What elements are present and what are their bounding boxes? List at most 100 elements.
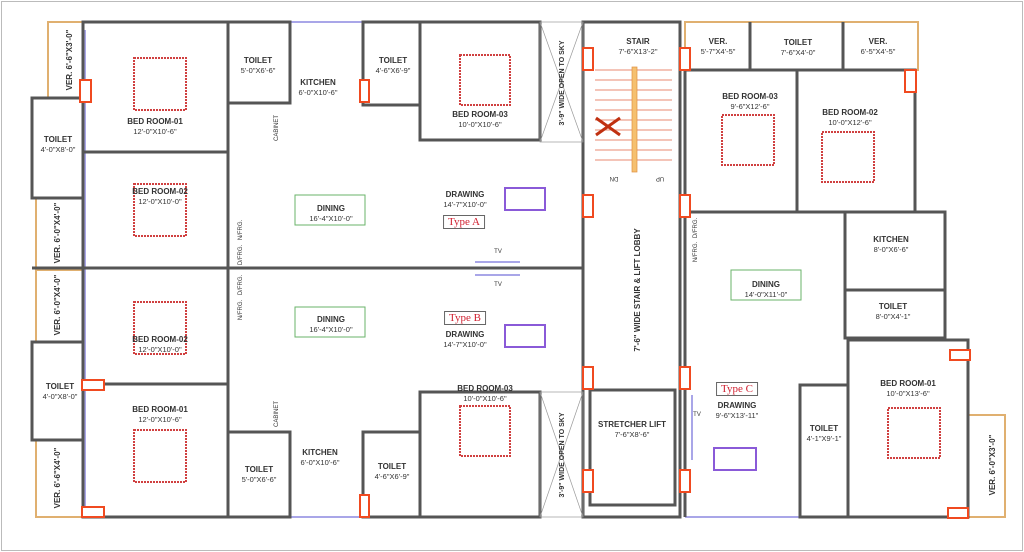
- dfrg-a: D/FRG.: [238, 244, 244, 266]
- room-dim: 6'-5"X4'-5": [860, 47, 896, 56]
- room-dim: 4'-1"X9'-1": [806, 434, 842, 443]
- cabinet-b: CABINET: [274, 400, 280, 428]
- verandah-b2: VER. 6'-6"X4'-0": [53, 447, 62, 509]
- open-to-sky-bottom: 3'-9" WIDE OPEN TO SKY: [559, 412, 566, 498]
- room-name: BED ROOM-01: [880, 379, 936, 388]
- room-name: TOILET: [783, 38, 813, 47]
- room-name: BED ROOM-03: [722, 92, 778, 101]
- verandah-a1: VER. 6'-6"X3'-0": [65, 29, 74, 91]
- coffee-tables: [504, 187, 757, 471]
- room-name: TOILET: [377, 462, 407, 471]
- type-c-label: Type C: [716, 382, 758, 396]
- columns: [79, 47, 971, 519]
- room-dim: 6'-0"X10'-6": [298, 88, 338, 97]
- stair-lift-lobby: 7'-6" WIDE STAIR & LIFT LOBBY: [633, 228, 642, 352]
- room-name: DRAWING: [717, 401, 757, 410]
- room-name: TOILET: [244, 465, 274, 474]
- room-name: DINING: [317, 204, 345, 213]
- room-name: DINING: [317, 315, 345, 324]
- room-dim: 12'-0"X10'-6": [138, 415, 182, 424]
- room-dim: 16'-4"X10'-0": [309, 214, 353, 223]
- room-dim: 7'-6"X8'-6": [614, 430, 650, 439]
- room-name: TOILET: [43, 135, 73, 144]
- verandah-b1: VER. 6'-0"X4'-0": [53, 274, 62, 336]
- stair-down: DN: [609, 175, 619, 181]
- room-dim: 7'-6"X4'-0": [780, 48, 816, 57]
- room-name: TOILET: [809, 424, 839, 433]
- tv-units: [475, 261, 693, 460]
- room-dim: 7'-6"X13'-2": [618, 47, 658, 56]
- room-dim: 4'-0"X8'-0": [40, 145, 76, 154]
- stair-up: UP: [655, 175, 665, 181]
- room-name: STAIR: [626, 37, 650, 46]
- room-name: KITCHEN: [302, 448, 338, 457]
- dfrg-b: D/FRG.: [238, 274, 244, 296]
- room-name: BED ROOM-01: [127, 117, 183, 126]
- room-dim: 16'-4"X10'-0": [309, 325, 353, 334]
- tv-c: TV: [693, 412, 701, 418]
- room-name: BED ROOM-02: [132, 187, 188, 196]
- room-dim: 9'-6"X13'-11": [715, 411, 759, 420]
- tv-a: TV: [494, 249, 502, 255]
- room-name: BED ROOM-03: [457, 384, 513, 393]
- room-dim: 10'-0"X10'-6": [463, 394, 507, 403]
- room-name: DINING: [752, 280, 780, 289]
- room-name: TOILET: [378, 56, 408, 65]
- room-name: KITCHEN: [300, 78, 336, 87]
- room-dim: 14'-7"X10'-0": [443, 200, 487, 209]
- room-name: VER.: [868, 37, 888, 46]
- room-name: VER.: [708, 37, 728, 46]
- room-name: BED ROOM-02: [132, 335, 188, 344]
- verandah-c2: VER.6'-5"X4'-5": [861, 37, 896, 57]
- walls: [30, 20, 970, 519]
- tv-b: TV: [494, 282, 502, 288]
- verandah-a2: VER. 6'-0"X4'-0": [53, 202, 62, 264]
- room-dim: 5'-7"X4'-5": [700, 47, 736, 56]
- open-to-sky-cross: [539, 21, 584, 518]
- room-dim: 10'-0"X12'-6": [828, 118, 872, 127]
- nfrg-c: N/FRG.: [693, 241, 699, 263]
- type-b-label: Type B: [444, 311, 486, 325]
- room-dim: 14'-7"X10'-0": [443, 340, 487, 349]
- room-dim: 5'-0"X6'-6": [241, 475, 277, 484]
- room-name: DRAWING: [445, 190, 485, 199]
- room-dim: 10'-0"X13'-6": [886, 389, 930, 398]
- room-dim: 12'-0"X10'-0": [138, 197, 182, 206]
- room-dim: 6'-0"X10'-6": [300, 458, 340, 467]
- room-dim: 12'-0"X10'-0": [138, 345, 182, 354]
- verandah-c1: VER.5'-7"X4'-5": [701, 37, 736, 57]
- verandah-c3: VER. 6'-0"X3'-0": [988, 434, 997, 496]
- room-dim: 8'-0"X4'-1": [875, 312, 911, 321]
- room-name: TOILET: [243, 56, 273, 65]
- room-dim: 8'-0"X6'-6": [873, 245, 909, 254]
- stair-treads: [595, 66, 672, 173]
- room-name: TOILET: [45, 382, 75, 391]
- nfrg-a: N/FRG.: [238, 219, 244, 241]
- room-dim: 12'-0"X10'-6": [133, 127, 177, 136]
- room-dim: 10'-0"X10'-6": [458, 120, 502, 129]
- cabinet-a: CABINET: [274, 114, 280, 142]
